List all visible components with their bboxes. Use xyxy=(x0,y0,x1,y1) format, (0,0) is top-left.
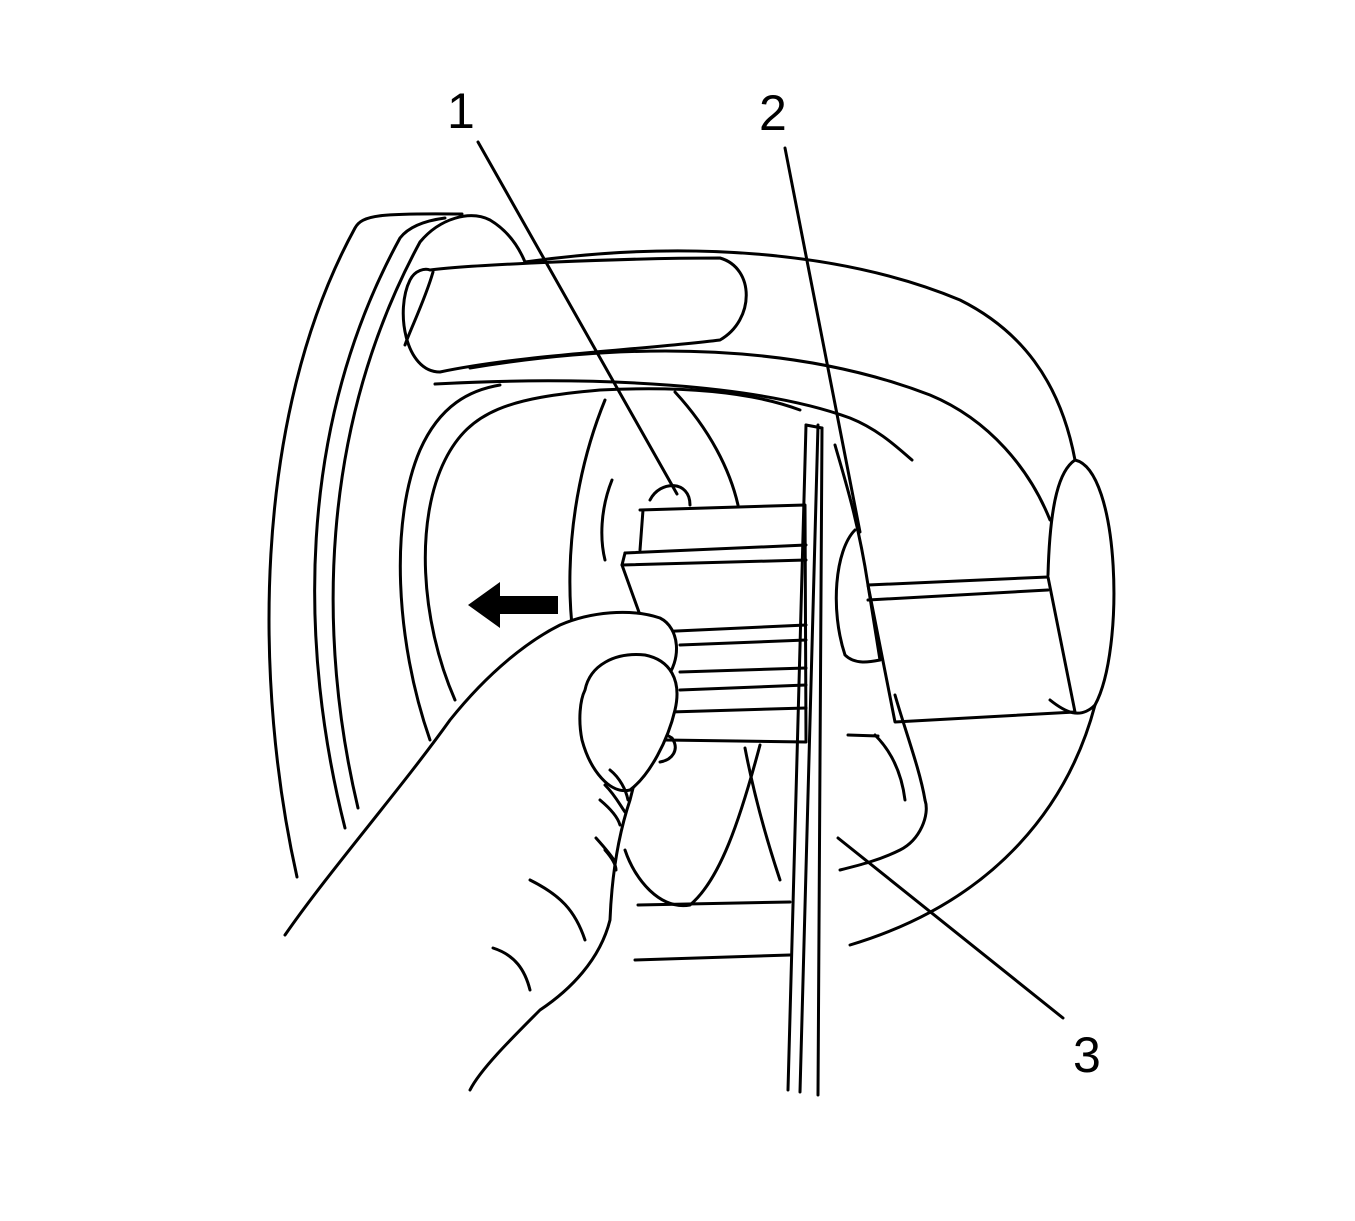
callout-1: 1 xyxy=(447,83,475,139)
leader-line-3 xyxy=(836,836,1065,1020)
arrow-left-icon xyxy=(468,582,558,628)
hand xyxy=(283,610,679,1092)
leader-line-2 xyxy=(783,146,862,534)
leader-lines xyxy=(476,140,1065,1020)
tool-shaft xyxy=(833,443,1077,724)
housing-upper xyxy=(401,249,1077,522)
callout-2: 2 xyxy=(759,85,787,141)
leader-line-1 xyxy=(476,140,679,496)
seal-plate xyxy=(786,423,824,1097)
component-block xyxy=(620,484,808,764)
callout-3: 3 xyxy=(1073,1027,1101,1083)
outer-rim xyxy=(267,212,527,879)
